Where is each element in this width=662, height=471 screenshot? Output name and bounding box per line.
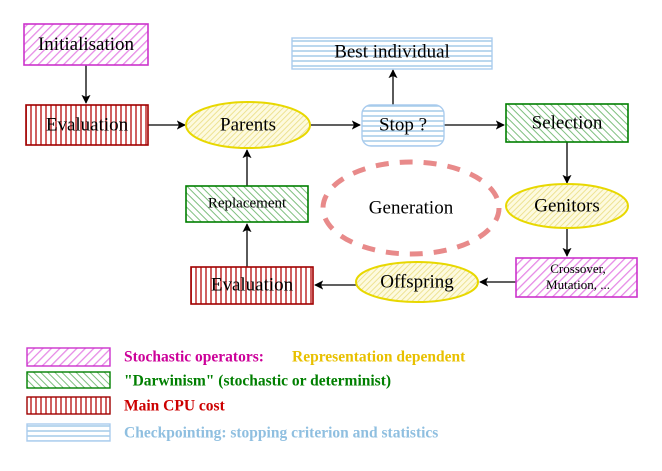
legend-label-cpu: Main CPU cost	[124, 398, 226, 415]
node-evaluation-bottom[interactable]: Evaluation	[190, 266, 314, 305]
legend-swatch-checkpointing	[26, 423, 111, 442]
node-evaluation-top-label: Evaluation	[46, 114, 129, 135]
node-evaluation-bottom-label: Evaluation	[211, 274, 294, 295]
legend-swatch-stochastic	[26, 347, 111, 367]
node-genitors[interactable]: Genitors	[505, 183, 629, 229]
node-selection[interactable]: Selection	[505, 103, 629, 143]
legend-row-cpu: Main CPU cost	[26, 396, 226, 415]
legend-row-checkpointing: Checkpointing: stopping criterion and st…	[26, 423, 438, 442]
node-replacement[interactable]: Replacement	[185, 185, 309, 223]
node-crossover-label-line1: Crossover,	[550, 261, 605, 276]
node-stop-label: Stop ?	[379, 114, 427, 135]
node-stop[interactable]: Stop ?	[361, 104, 445, 147]
legend-label-representation: Representation dependent	[292, 349, 466, 366]
legend-swatch-cpu	[26, 396, 111, 415]
node-initialisation[interactable]: Initialisation	[23, 23, 149, 66]
legend-label-stochastic: Stochastic operators:	[124, 349, 264, 366]
legend-label-darwinism: "Darwinism" (stochastic or determinist)	[124, 373, 391, 390]
legend-row-darwinism: "Darwinism" (stochastic or determinist)	[26, 371, 391, 390]
node-evaluation-top[interactable]: Evaluation	[25, 104, 149, 146]
node-parents[interactable]: Parents	[185, 101, 311, 149]
legend-row-stochastic: Stochastic operators: Representation dep…	[26, 347, 466, 367]
node-crossover-label-line2: Mutation, ...	[546, 277, 610, 292]
node-best-individual[interactable]: Best individual	[291, 37, 493, 70]
node-generation-label: Generation	[369, 197, 454, 218]
node-crossover-mutation[interactable]: Crossover, Mutation, ...	[515, 257, 638, 298]
node-offspring[interactable]: Offspring	[355, 261, 479, 303]
legend-swatch-darwinism	[26, 371, 111, 389]
legend-label-checkpointing: Checkpointing: stopping criterion and st…	[124, 425, 438, 442]
node-offspring-label: Offspring	[380, 271, 454, 292]
node-best-individual-label: Best individual	[334, 41, 450, 62]
legend: Stochastic operators: Representation dep…	[26, 347, 466, 442]
node-generation-annotation: Generation	[320, 159, 502, 257]
node-selection-label: Selection	[532, 112, 603, 133]
node-replacement-label: Replacement	[208, 195, 287, 211]
edges-layer	[81, 65, 572, 290]
node-genitors-label: Genitors	[534, 195, 599, 216]
node-parents-label: Parents	[220, 114, 276, 135]
node-initialisation-label: Initialisation	[38, 34, 135, 55]
